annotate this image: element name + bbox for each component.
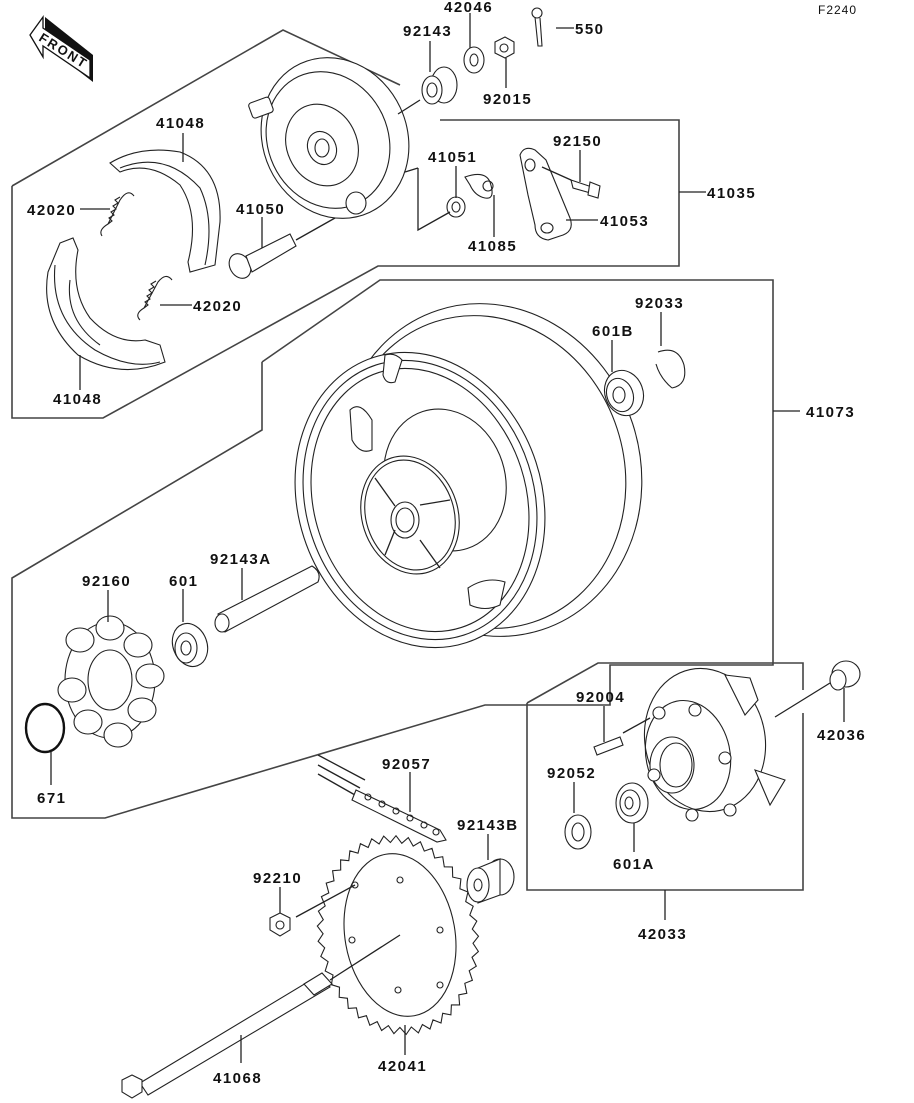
part-label-42020-lower[interactable]: 42020 bbox=[193, 298, 242, 315]
part-label-42046[interactable]: 42046 bbox=[444, 0, 493, 16]
part-label-41051[interactable]: 41051 bbox=[428, 149, 477, 166]
figure-code: F2240 bbox=[818, 3, 857, 17]
bearing-601B bbox=[603, 369, 645, 417]
part-label-550[interactable]: 550 bbox=[575, 21, 605, 38]
bearing-601A bbox=[615, 782, 649, 824]
part-label-41053[interactable]: 41053 bbox=[600, 213, 649, 230]
washer-41051 bbox=[404, 167, 466, 232]
part-label-41048-upper[interactable]: 41048 bbox=[156, 115, 205, 132]
collar-92143B bbox=[466, 858, 515, 904]
part-label-42041[interactable]: 42041 bbox=[378, 1058, 427, 1075]
brake-panel bbox=[248, 57, 421, 219]
axle-41068 bbox=[121, 934, 401, 1099]
o-ring-671 bbox=[24, 702, 66, 754]
part-label-42020-upper[interactable]: 42020 bbox=[27, 202, 76, 219]
part-label-41050[interactable]: 41050 bbox=[236, 201, 285, 218]
wheel-rim bbox=[294, 303, 643, 649]
part-labels: 550 42046 92143 92015 41048 92150 41051 … bbox=[27, 0, 866, 1087]
part-label-92210[interactable]: 92210 bbox=[253, 870, 302, 887]
brake-shoe-upper bbox=[109, 149, 221, 273]
stud-92004 bbox=[593, 717, 651, 756]
sprocket-42041 bbox=[316, 834, 480, 1036]
part-label-92160[interactable]: 92160 bbox=[82, 573, 131, 590]
bearing-601 bbox=[171, 622, 209, 668]
damper-92160 bbox=[57, 615, 165, 748]
nut-92015 bbox=[494, 36, 515, 59]
part-label-92052[interactable]: 92052 bbox=[547, 765, 596, 782]
brake-cam bbox=[228, 217, 336, 279]
part-label-92150[interactable]: 92150 bbox=[553, 133, 602, 150]
leader-lines bbox=[50, 13, 845, 1063]
bolt-92150 bbox=[541, 166, 601, 199]
part-label-41068[interactable]: 41068 bbox=[213, 1070, 262, 1087]
part-label-41073[interactable]: 41073 bbox=[806, 404, 855, 421]
part-label-92143[interactable]: 92143 bbox=[403, 23, 452, 40]
collar-92143 bbox=[421, 66, 458, 105]
part-label-41085[interactable]: 41085 bbox=[468, 238, 517, 255]
part-label-601[interactable]: 601 bbox=[169, 573, 199, 590]
part-label-671[interactable]: 671 bbox=[37, 790, 67, 807]
spacer-92143A bbox=[214, 565, 320, 633]
part-label-92143B[interactable]: 92143B bbox=[457, 817, 519, 834]
cotter-pin-550 bbox=[531, 7, 543, 47]
springs bbox=[100, 192, 173, 321]
brake-lever-41053 bbox=[519, 147, 572, 241]
front-arrow-icon: FRONT bbox=[29, 14, 93, 82]
part-label-92143A[interactable]: 92143A bbox=[210, 551, 272, 568]
part-label-42033[interactable]: 42033 bbox=[638, 926, 687, 943]
indicator-41085 bbox=[464, 173, 494, 199]
part-label-41035[interactable]: 41035 bbox=[707, 185, 756, 202]
part-label-601B[interactable]: 601B bbox=[592, 323, 634, 340]
part-label-92057[interactable]: 92057 bbox=[382, 756, 431, 773]
collar-42036 bbox=[829, 660, 861, 691]
part-label-601A[interactable]: 601A bbox=[613, 856, 655, 873]
circlip-92033 bbox=[655, 349, 686, 389]
seal-92052 bbox=[564, 814, 592, 850]
group-box-41073 bbox=[11, 279, 800, 819]
brake-shoe-lower bbox=[46, 237, 166, 371]
part-label-92004[interactable]: 92004 bbox=[576, 689, 625, 706]
coupling-hub bbox=[643, 667, 831, 822]
chain-92057 bbox=[317, 754, 447, 843]
part-label-42036[interactable]: 42036 bbox=[817, 727, 866, 744]
washer-42046 bbox=[463, 46, 485, 74]
part-label-92015[interactable]: 92015 bbox=[483, 91, 532, 108]
part-label-92033[interactable]: 92033 bbox=[635, 295, 684, 312]
part-label-41048-lower[interactable]: 41048 bbox=[53, 391, 102, 408]
group-box-42033 bbox=[526, 662, 804, 920]
